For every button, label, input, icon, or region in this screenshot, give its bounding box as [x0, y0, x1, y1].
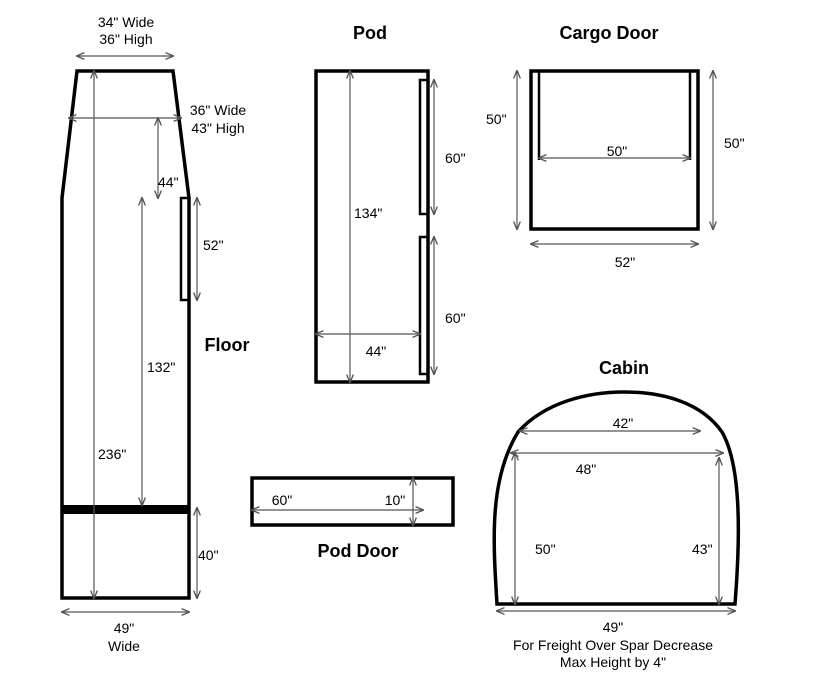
- label-floor-top-height: 36" High: [99, 31, 152, 47]
- pod-door-upper: [418, 78, 428, 216]
- title-floor: Floor: [205, 335, 250, 355]
- label-cabin-max-width: 48": [576, 461, 597, 477]
- label-cabin-left-height: 50": [535, 541, 556, 557]
- label-cargo-outer-width: 52": [615, 254, 636, 270]
- label-pod-length: 134": [354, 205, 382, 221]
- label-pod-door-lower: 60": [445, 310, 466, 326]
- cabin-outline: [492, 390, 741, 606]
- label-cabin-top-width: 42": [613, 415, 634, 431]
- pod-door-lower: [418, 235, 428, 376]
- label-cargo-inner-width: 50": [607, 143, 628, 159]
- label-floor-aft: 40": [198, 547, 219, 563]
- label-pod-door-width: 10": [385, 492, 406, 508]
- label-cargo-height-right: 50": [724, 135, 745, 151]
- cargo-door-outline: [529, 69, 700, 231]
- label-pod-door-length: 60": [272, 492, 293, 508]
- label-floor-total: 236": [98, 446, 126, 462]
- pod-drawing: Pod 134" 44" 60" 60": [314, 23, 466, 384]
- label-floor-to-spar: 132": [147, 359, 175, 375]
- label-cargo-height-left: 50": [486, 111, 507, 127]
- label-pod-width: 44": [366, 343, 387, 359]
- label-floor-mid-width: 36" Wide: [190, 102, 247, 118]
- floor-drawing: 34" Wide 36" High 36" Wide 43" High 44" …: [60, 14, 250, 654]
- label-floor-mid-height: 43" High: [191, 120, 244, 136]
- cargo-door-drawing: Cargo Door 50" 50" 50" 52": [486, 23, 745, 270]
- floor-outline: [60, 69, 191, 600]
- title-cabin: Cabin: [599, 358, 649, 378]
- pod-outline: [314, 69, 430, 384]
- label-floor-taper: 44": [158, 174, 179, 190]
- label-cabin-floor-width: 49": [603, 619, 624, 635]
- label-floor-door: 52": [203, 237, 224, 253]
- title-pod: Pod: [353, 23, 387, 43]
- pod-door-drawing: 60" 10" Pod Door: [250, 476, 455, 561]
- floor-door-cutout: [179, 196, 189, 302]
- label-floor-width-word: Wide: [108, 638, 140, 654]
- note-cabin-line1: For Freight Over Spar Decrease: [513, 637, 713, 653]
- label-floor-width: 49": [114, 620, 135, 636]
- title-cargo-door: Cargo Door: [560, 23, 659, 43]
- note-cabin-line2: Max Height by 4": [560, 654, 666, 670]
- pod-door-outline: [250, 476, 455, 527]
- label-cabin-right-height: 43": [692, 541, 713, 557]
- title-pod-door: Pod Door: [318, 541, 399, 561]
- cabin-drawing: Cabin 42" 48" 50" 43" 49" For Freight Ov…: [492, 358, 741, 670]
- label-pod-door-upper: 60": [445, 150, 466, 166]
- spar-band: [62, 505, 189, 514]
- label-floor-top-width: 34" Wide: [98, 14, 155, 30]
